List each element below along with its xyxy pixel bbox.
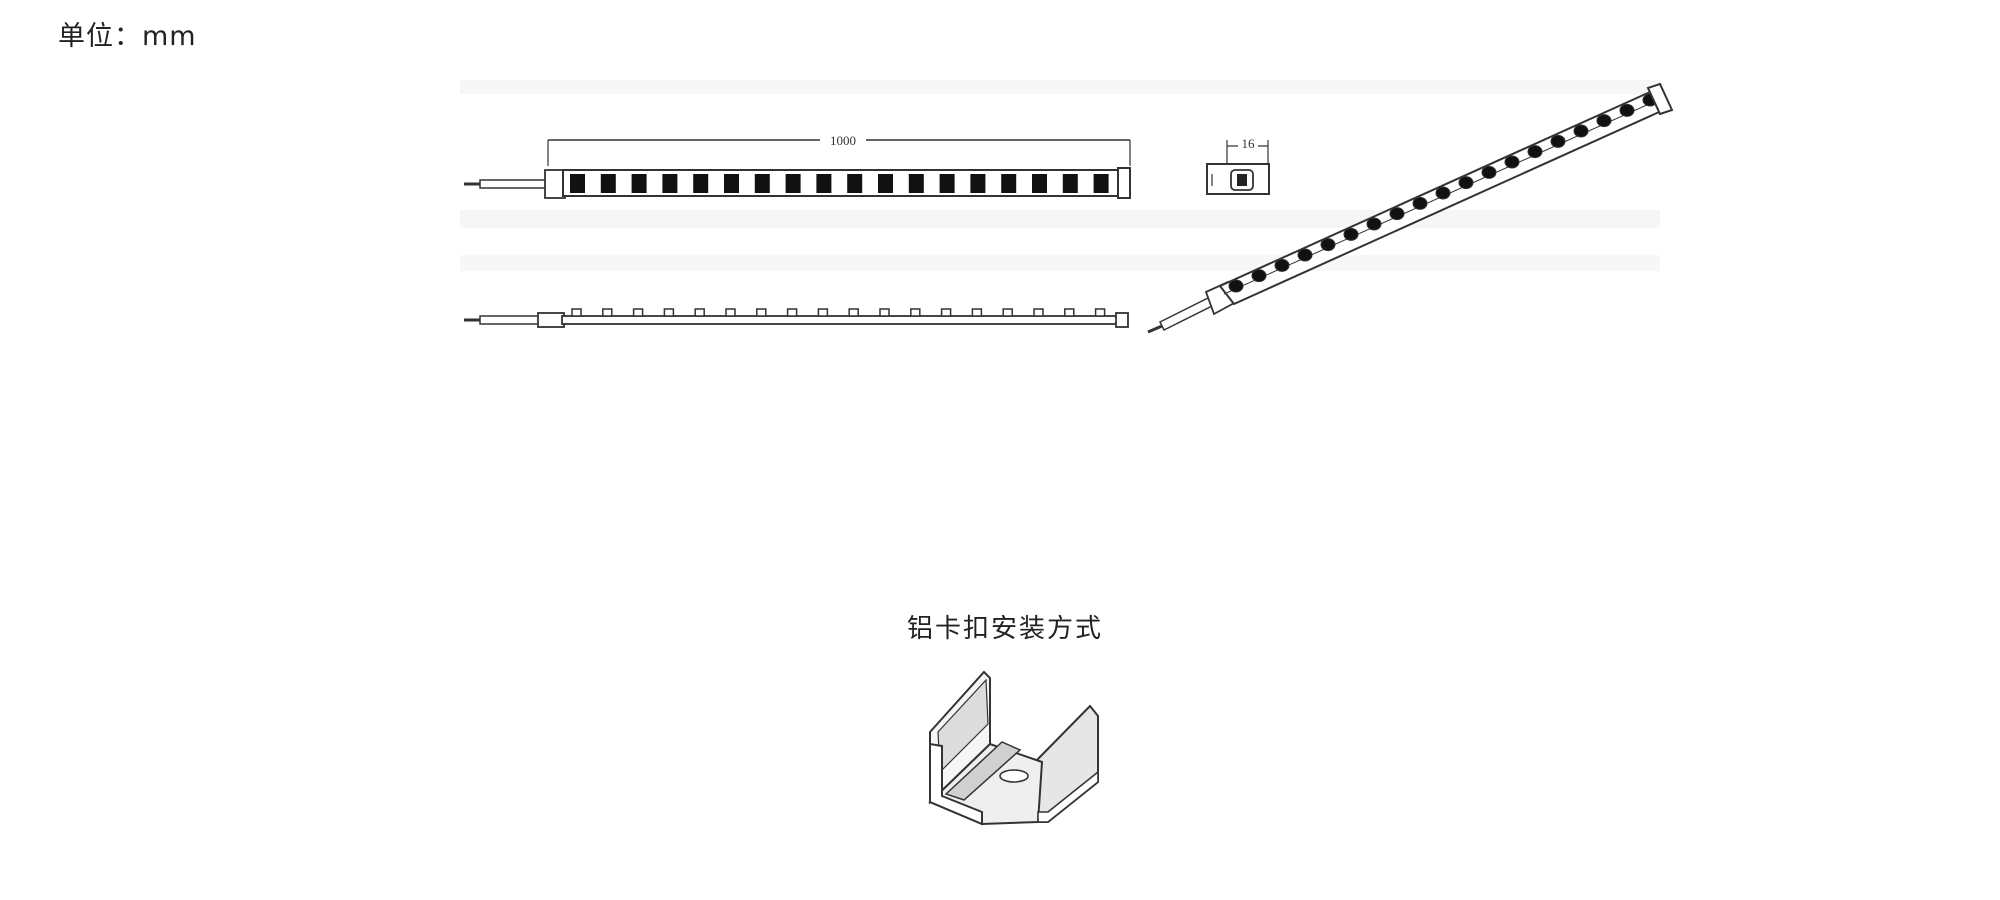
led-side — [910, 308, 921, 317]
led-side — [817, 308, 829, 317]
led — [724, 174, 739, 193]
led-side — [1064, 308, 1075, 317]
led-side — [1033, 308, 1044, 317]
led — [785, 174, 801, 193]
aluminum-clip-illustration — [928, 670, 1099, 826]
led-perspective — [1504, 155, 1520, 169]
led-side — [971, 308, 983, 317]
led — [1093, 174, 1109, 193]
mounting-caption: 铝卡扣安装方式 — [906, 614, 1103, 644]
led-side — [725, 308, 736, 317]
led — [754, 174, 770, 193]
led — [939, 174, 955, 193]
led-side — [848, 308, 859, 317]
front-view: 1000 — [464, 132, 1131, 199]
led-side — [632, 308, 644, 317]
led-side — [786, 308, 798, 317]
led — [693, 174, 709, 193]
led-perspective — [1366, 217, 1382, 231]
perspective-view — [1147, 82, 1674, 334]
side-led-row — [571, 308, 1106, 317]
led-side — [1094, 308, 1106, 317]
led-perspective — [1573, 124, 1589, 138]
led — [600, 174, 616, 193]
led-side — [1002, 308, 1013, 317]
led-perspective — [1481, 165, 1497, 179]
led — [1062, 174, 1078, 193]
led-row — [570, 174, 1109, 193]
led-perspective — [1527, 145, 1543, 159]
led-perspective — [1412, 196, 1428, 210]
led — [1032, 174, 1047, 193]
led-perspective — [1228, 279, 1244, 293]
length-dimension: 1000 — [830, 133, 856, 148]
led-perspective — [1619, 103, 1635, 117]
led — [662, 174, 678, 193]
led — [1001, 174, 1017, 193]
led-perspective — [1435, 186, 1451, 200]
led-perspective — [1251, 269, 1267, 283]
led — [908, 174, 924, 193]
perspective-led-row — [1228, 93, 1658, 293]
side-view — [464, 308, 1129, 328]
led-side — [756, 308, 767, 317]
cross-section-view: 16 — [1206, 136, 1270, 195]
led-perspective — [1320, 238, 1336, 252]
led — [878, 174, 893, 193]
led-side — [602, 308, 613, 317]
width-dimension: 16 — [1242, 136, 1256, 151]
led-side — [663, 308, 675, 317]
led-side — [940, 308, 952, 317]
led-perspective — [1297, 248, 1313, 262]
led-perspective — [1550, 134, 1566, 148]
led — [570, 174, 585, 193]
led-perspective — [1389, 207, 1405, 221]
led-perspective — [1458, 176, 1474, 190]
led — [847, 174, 863, 193]
led-perspective — [1596, 114, 1612, 128]
led — [970, 174, 986, 193]
led-side — [694, 308, 705, 317]
led — [816, 174, 832, 193]
unit-label: 单位：mm — [58, 21, 197, 52]
led-perspective — [1343, 227, 1359, 241]
led-side — [571, 308, 582, 317]
led — [631, 174, 647, 193]
led-perspective — [1274, 258, 1290, 272]
led-side — [879, 308, 890, 317]
